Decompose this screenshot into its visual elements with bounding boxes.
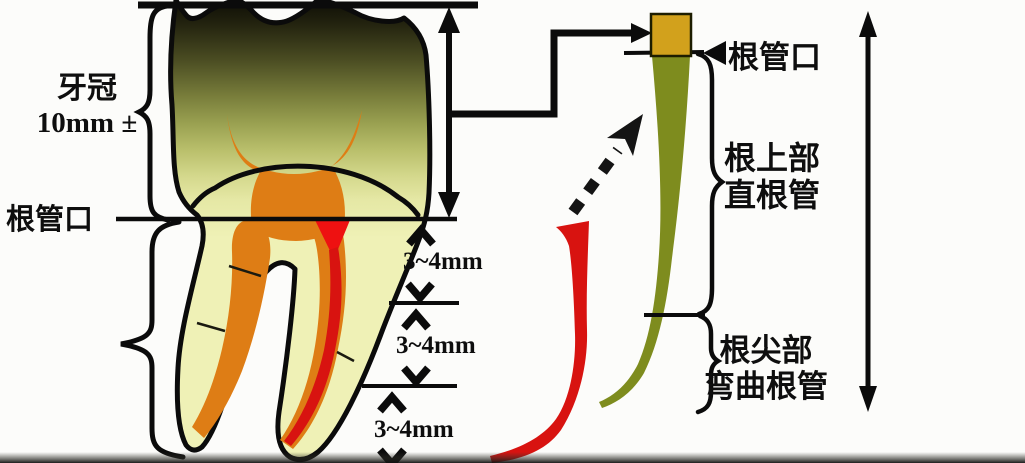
crown-label: 牙冠 10mm ±	[24, 72, 150, 140]
orifice-label-right: 根管口	[728, 40, 821, 75]
measurement-label-1: 3~4mm	[403, 248, 483, 275]
chevron-down-2	[401, 365, 431, 388]
orifice-pointer-left-arrowhead	[703, 41, 726, 65]
bottom-edge-band	[0, 452, 1025, 463]
straight-canal-label-line1: 根上部	[723, 140, 820, 176]
lateral-canal-line-2	[196, 321, 226, 333]
canal-length-arrow	[859, 11, 877, 412]
curved-canal-label: 根尖部 弯曲根管	[690, 333, 842, 405]
red-file-in-canal	[284, 247, 342, 446]
chevron-up-2	[401, 308, 431, 331]
straight-canal-label: 根上部 直根管	[706, 140, 838, 214]
measurement-label-2: 3~4mm	[396, 332, 476, 359]
crown-label-line1: 牙冠	[57, 72, 117, 105]
chevron-up-3	[377, 391, 407, 414]
lateral-canal-line-1	[228, 264, 262, 278]
orifice-label-left: 根管口	[6, 204, 94, 236]
canal-orifice-red-triangle	[315, 220, 350, 259]
chevron-up-1	[406, 224, 436, 247]
curved-canal-label-line2: 弯曲根管	[704, 369, 828, 404]
straight-canal-brace	[695, 51, 726, 317]
distal-canal	[280, 215, 346, 449]
root-brace	[120, 219, 186, 460]
file-handle	[649, 12, 693, 58]
pulp-chamber	[227, 110, 362, 241]
crown-brace	[133, 3, 171, 223]
curved-canal-label-line1: 根尖部	[719, 333, 813, 368]
elbow-connector	[452, 23, 652, 118]
crown-height-arrow	[438, 7, 460, 218]
crown-label-line2: 10mm ±	[36, 107, 138, 139]
cervical-line	[190, 163, 421, 218]
curved-canal-brace	[695, 313, 723, 415]
lateral-canal-line-3	[336, 350, 355, 363]
curved-file-red	[490, 221, 589, 463]
chevron-down-1	[405, 281, 435, 304]
mesial-canal	[192, 219, 271, 438]
measurement-label-3: 3~4mm	[374, 416, 454, 443]
file-shaft	[599, 56, 690, 408]
dashed-arrow	[568, 114, 643, 216]
straight-canal-label-line2: 直根管	[723, 177, 820, 213]
